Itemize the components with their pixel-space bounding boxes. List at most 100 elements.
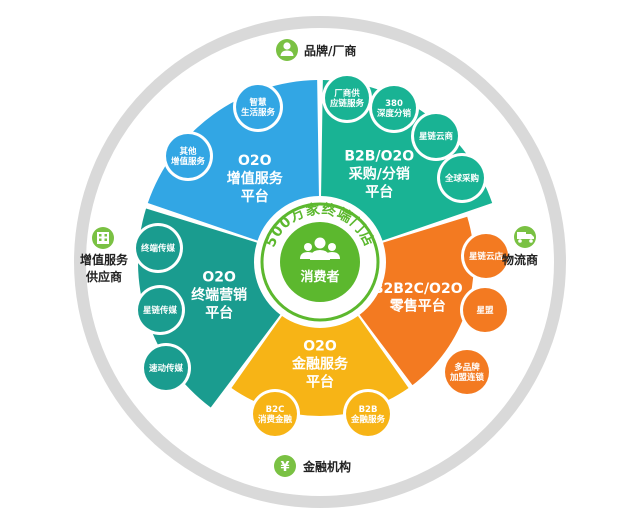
center-label: 消费者 — [300, 269, 339, 285]
outer-label-logistics-text: 物流商 — [502, 252, 538, 267]
node-label-line: 全球采购 — [444, 173, 480, 184]
node-circle — [414, 114, 458, 158]
node-b2b-3[interactable]: 全球采购 — [437, 153, 487, 203]
outer-label-vas-provider-text-1: 增值服务 — [80, 252, 129, 267]
node-label-line: 多品牌 — [454, 362, 480, 373]
sector-title-line: B2B2C/O2O — [373, 281, 463, 297]
node-circle — [166, 134, 210, 178]
node-label: 星盟 — [476, 305, 494, 316]
node-label-line: 星链云商 — [419, 131, 454, 142]
sector-title-line: 增值服务 — [227, 170, 284, 187]
node-label-line: 深度分销 — [377, 108, 412, 119]
node-label: 星链云商 — [419, 131, 454, 142]
outer-label-vas-provider-text-2: 供应商 — [85, 269, 122, 284]
node-label: 多品牌加盟连锁 — [449, 362, 485, 383]
center-disc — [280, 222, 360, 302]
center-outer-border — [260, 202, 380, 322]
sector-title-line: 平台 — [306, 374, 334, 391]
node-label: 厂商供应链服务 — [330, 88, 365, 109]
node-label: 星链云店 — [469, 251, 504, 262]
person-icon — [276, 39, 298, 61]
node-retail-1[interactable]: 星盟 — [460, 285, 510, 335]
node-label-line: B2C — [266, 405, 285, 415]
sector-title-line: 平台 — [205, 304, 233, 321]
node-circle — [136, 226, 180, 270]
node-b2b-2[interactable]: 星链云商 — [411, 111, 461, 161]
node-circle — [325, 76, 369, 120]
node-retail-0[interactable]: 星链云店 — [461, 231, 511, 281]
consumers-icon — [300, 237, 340, 260]
outer-label-vas-provider: 增值服务 供应商 — [80, 227, 129, 284]
sector-b2b — [321, 80, 493, 241]
sector-title-line: 终端营销 — [191, 286, 247, 303]
node-label-line: 终端传媒 — [140, 243, 176, 254]
node-label-line: 380 — [385, 99, 403, 109]
sector-title-line: 金融服务 — [291, 356, 349, 373]
node-label-line: 其他 — [179, 146, 197, 157]
node-label: 智慧生活服务 — [241, 97, 276, 118]
node-label-line: 生活服务 — [241, 107, 276, 118]
node-label-line: 应链服务 — [330, 98, 365, 109]
node-circle — [253, 392, 297, 436]
node-marketing-1[interactable]: 星链传媒 — [135, 285, 185, 335]
node-label-line: 厂商供 — [334, 88, 360, 99]
outer-label-brand: 品牌/厂商 — [276, 39, 356, 61]
node-label-line: 增值服务 — [171, 156, 206, 167]
node-label-line: 加盟连锁 — [449, 372, 485, 383]
node-label: 星链传媒 — [143, 305, 178, 316]
outer-label-logistics: 物流商 — [502, 226, 538, 267]
node-vas-0[interactable]: 其他增值服务 — [163, 131, 213, 181]
node-label-line: 智慧 — [248, 97, 267, 108]
node-marketing-2[interactable]: 终端传媒 — [133, 223, 183, 273]
node-circle — [440, 156, 484, 200]
node-circle — [236, 85, 280, 129]
node-b2b-0[interactable]: 厂商供应链服务 — [322, 73, 372, 123]
sector-title-line: 采购/分销 — [348, 166, 410, 183]
node-label-line: 速动传媒 — [149, 363, 184, 374]
sector-title-line: O2O — [202, 269, 236, 285]
node-marketing-0[interactable]: 速动传媒 — [141, 343, 191, 393]
outer-label-brand-text: 品牌/厂商 — [304, 43, 356, 58]
node-circle — [372, 86, 416, 130]
node-circle — [463, 288, 507, 332]
node-circle — [346, 392, 390, 436]
node-label-line: B2B — [359, 405, 378, 415]
node-vas-1[interactable]: 智慧生活服务 — [233, 82, 283, 132]
node-label: 其他增值服务 — [171, 146, 206, 167]
sector-title-line: 零售平台 — [389, 298, 446, 315]
sector-retail — [359, 216, 475, 386]
sector-title-line: 平台 — [241, 188, 269, 205]
node-circle — [445, 350, 489, 394]
node-circle — [144, 346, 188, 390]
svg-text:¥: ¥ — [280, 460, 289, 475]
outer-label-fin-inst: ¥ 金融机构 — [274, 455, 351, 477]
node-label-line: 星链传媒 — [143, 305, 178, 316]
node-circle — [138, 288, 182, 332]
node-label-line: 星盟 — [476, 305, 494, 316]
center-hub: 500万家终端门店 消费者 — [256, 198, 384, 326]
sector-title-line: O2O — [238, 153, 272, 169]
sector-title-line: O2O — [303, 339, 337, 355]
node-label-line: 消费金融 — [258, 414, 293, 425]
node-label: 速动传媒 — [149, 363, 184, 374]
node-label-line: 金融服务 — [350, 414, 386, 425]
yen-icon — [274, 455, 296, 477]
node-label-line: 星链云店 — [469, 251, 504, 262]
outer-ring — [74, 16, 566, 508]
node-circle — [464, 234, 508, 278]
node-retail-2[interactable]: 多品牌加盟连锁 — [442, 347, 492, 397]
sector-title-line: B2B/O2O — [344, 149, 414, 165]
